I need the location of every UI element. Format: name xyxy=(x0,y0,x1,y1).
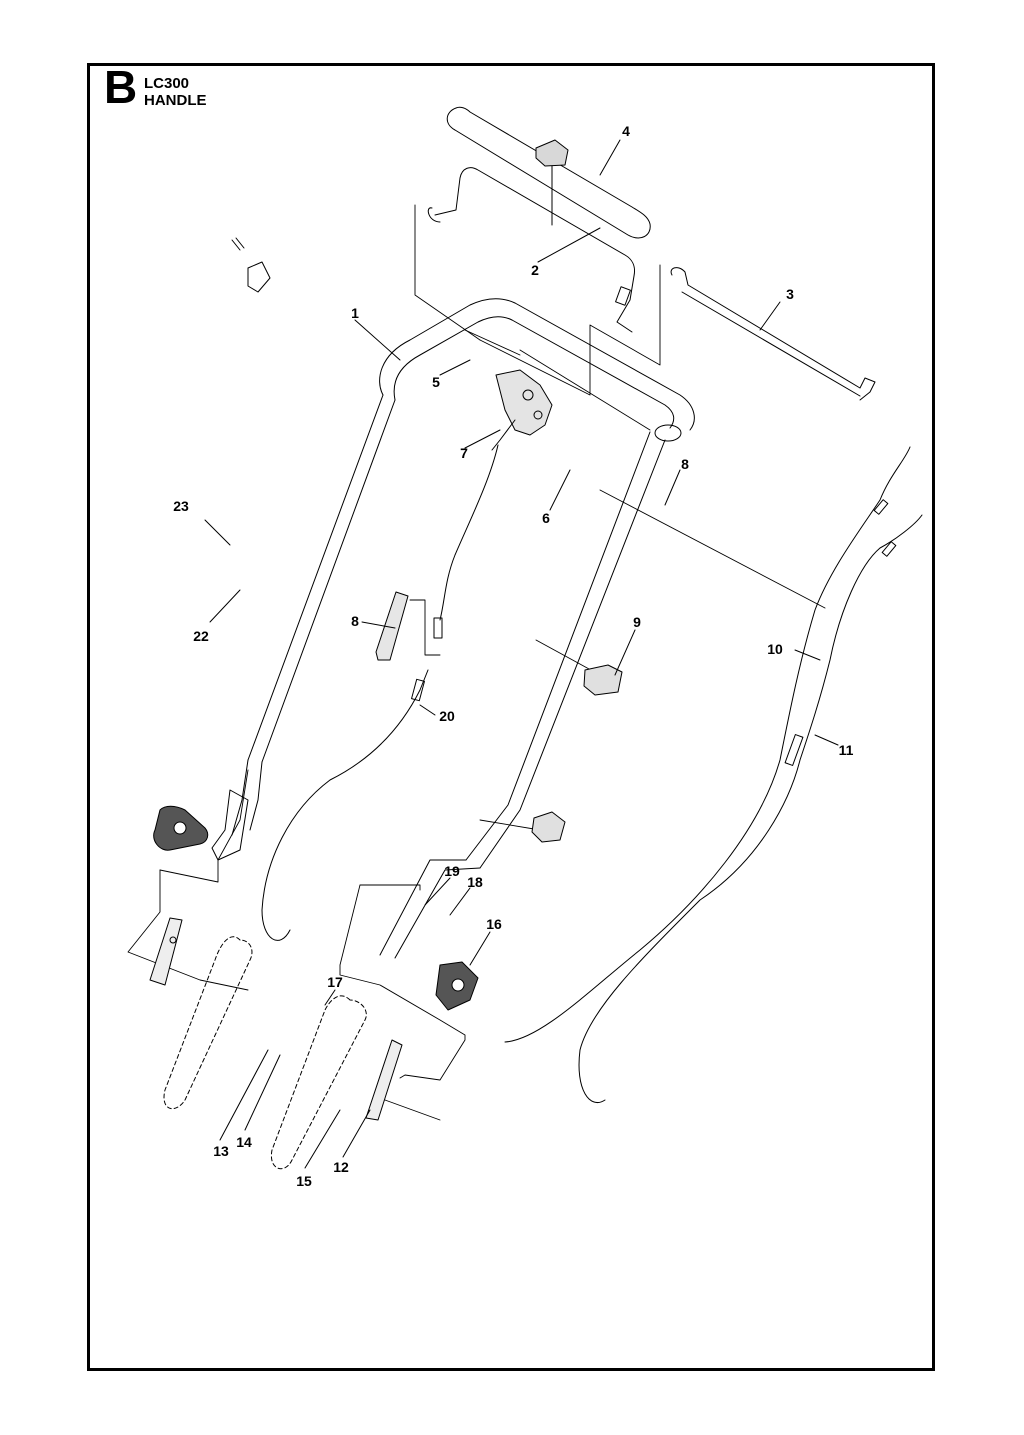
callout-4: 4 xyxy=(622,123,630,139)
callout-3: 3 xyxy=(786,286,794,302)
handle-tube xyxy=(231,298,695,959)
top-grip xyxy=(446,106,651,239)
callout-12: 12 xyxy=(333,1159,349,1175)
control-bail xyxy=(427,167,635,333)
link-rod xyxy=(670,267,876,401)
callout-1: 1 xyxy=(351,305,359,321)
callout-14: 14 xyxy=(236,1134,252,1150)
callout-11: 11 xyxy=(838,742,854,758)
clip-bolt xyxy=(231,237,271,293)
callout-13: 13 xyxy=(213,1143,229,1159)
leader-lines xyxy=(204,139,839,1169)
callout-20: 20 xyxy=(439,708,455,724)
callout-7: 7 xyxy=(460,445,468,461)
control-cables xyxy=(504,446,923,1103)
callout-19: 19 xyxy=(444,863,460,879)
diagram-frame xyxy=(87,63,935,1371)
callout-18: 18 xyxy=(467,874,483,890)
callout-17: 17 xyxy=(327,974,343,990)
callout-9: 9 xyxy=(633,614,641,630)
callout-8-right: 8 xyxy=(681,456,689,472)
callout-5: 5 xyxy=(432,374,440,390)
page-title: HANDLE xyxy=(144,92,207,109)
callout-8-left: 8 xyxy=(351,613,359,629)
callout-10: 10 xyxy=(767,641,783,657)
callout-16: 16 xyxy=(486,916,502,932)
left-lower-bracket xyxy=(149,789,249,986)
cable-clips xyxy=(531,664,623,843)
right-lower-bracket xyxy=(365,961,479,1121)
callout-6: 6 xyxy=(542,510,550,526)
section-letter: B xyxy=(104,61,138,113)
model-label: LC300 xyxy=(144,75,190,92)
throttle-cable xyxy=(261,669,429,941)
callout-2: 2 xyxy=(531,262,539,278)
callout-23: 23 xyxy=(173,498,189,514)
callout-22: 22 xyxy=(193,628,209,644)
cable-clip xyxy=(375,591,409,661)
throttle-lever xyxy=(433,369,553,639)
adjust-plates xyxy=(163,936,367,1170)
callout-15: 15 xyxy=(296,1173,312,1189)
